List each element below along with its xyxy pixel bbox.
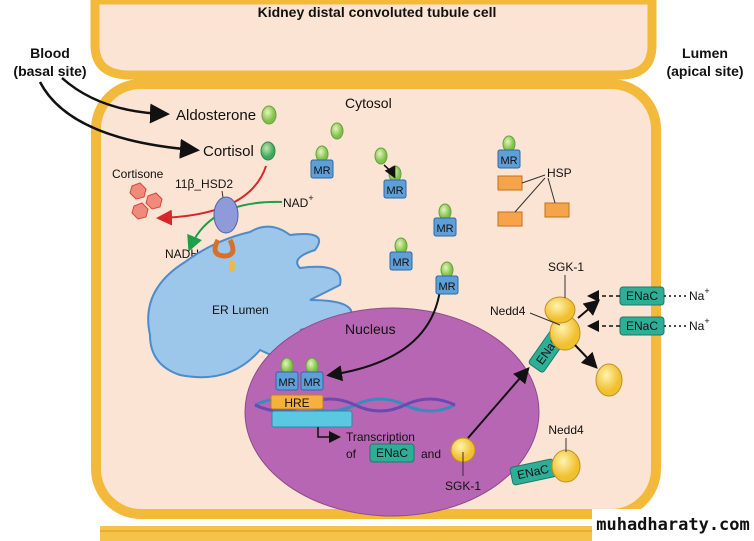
membrane-anchor xyxy=(212,238,236,259)
nucleus-label: Nucleus xyxy=(345,321,396,337)
anchor-tail xyxy=(229,260,235,272)
transcription-complex xyxy=(271,410,353,428)
nedd4-label-top: Nedd4 xyxy=(490,304,526,318)
mr-label: MR xyxy=(313,165,330,177)
nedd4-label-bottom: Nedd4 xyxy=(548,423,584,437)
mr-label: MR xyxy=(500,155,517,167)
nad-label: NAD+ xyxy=(283,193,314,210)
enzyme-label: 11β_HSD2 xyxy=(175,177,233,191)
upper-cell xyxy=(90,0,657,80)
hsp-box xyxy=(544,202,570,218)
and-label: and xyxy=(421,447,441,461)
mr-receptor: MR xyxy=(389,237,413,271)
mr-box xyxy=(497,149,521,169)
blood-label-2: (basal site) xyxy=(13,63,86,79)
mr-box xyxy=(435,275,459,295)
insertion-arrow xyxy=(577,299,601,319)
enac-transcript: ENaC xyxy=(369,443,415,463)
blood-label-1: Blood xyxy=(30,45,70,61)
mr-label: MR xyxy=(303,377,320,389)
svg-text:ENaC: ENaC xyxy=(626,319,658,333)
title: Kidney distal convoluted tubule cell xyxy=(258,4,497,20)
mr-translocation-arrow xyxy=(326,289,441,382)
mr-label: MR xyxy=(392,257,409,269)
nedd4-bottom xyxy=(551,449,581,483)
mr-box xyxy=(389,251,413,271)
nucleus xyxy=(244,307,540,517)
watermark: muhadharaty.com xyxy=(592,509,754,541)
binding-arrow xyxy=(383,164,396,179)
mr-receptor: MR xyxy=(300,357,324,391)
aldosterone-free xyxy=(374,147,388,165)
mr-label: MR xyxy=(278,377,295,389)
nedd4-top-pointer xyxy=(529,312,561,326)
sodium-label: Na+ xyxy=(689,316,710,333)
hre-box xyxy=(270,394,324,410)
transcription-label: Transcription xyxy=(346,430,415,444)
mr-label: MR xyxy=(386,185,403,197)
svg-text:ENaC: ENaC xyxy=(516,462,551,482)
cortisone-label: Cortisone xyxy=(112,167,164,181)
hre-label: HRE xyxy=(284,396,309,410)
nedd4-released xyxy=(595,363,623,397)
hsp-label: HSP xyxy=(547,166,572,180)
lumen-label-1: Lumen xyxy=(682,45,728,61)
sodium-label: Na+ xyxy=(689,286,710,303)
lower-cell-edge xyxy=(100,526,660,541)
sgk1-bound-molecule xyxy=(544,296,576,324)
11b-hsd2-enzyme xyxy=(213,196,239,234)
transcription-arrow xyxy=(317,427,341,443)
cortisone-molecules xyxy=(129,182,163,220)
cortisol-arrow xyxy=(38,81,200,159)
sgk1-label: SGK-1 xyxy=(445,479,481,493)
hsp-box xyxy=(497,175,523,191)
aldosterone-arrow xyxy=(61,77,170,124)
mr-receptor: MR xyxy=(435,261,459,295)
mr-box xyxy=(275,371,299,391)
aldosterone-label: Aldosterone xyxy=(176,107,256,124)
enac-channel-membrane: ENaC xyxy=(619,316,665,336)
mr-box xyxy=(310,159,334,179)
cytosol-label: Cytosol xyxy=(345,95,392,111)
hsp-box xyxy=(497,211,523,227)
cortisol-label: Cortisol xyxy=(203,143,254,160)
mr-label: MR xyxy=(436,223,453,235)
mr-box xyxy=(433,217,457,237)
release-arrow xyxy=(574,344,598,369)
mr-box xyxy=(300,371,324,391)
sgk1-label-top: SGK-1 xyxy=(548,260,584,274)
er-lumen-label: ER Lumen xyxy=(212,303,269,317)
svg-text:ENaC: ENaC xyxy=(626,289,658,303)
svg-text:ENaC: ENaC xyxy=(376,446,408,460)
mr-box xyxy=(383,179,407,199)
cortisol-molecule xyxy=(260,141,276,161)
hsp-pointers xyxy=(514,174,556,213)
mr-receptor: MR xyxy=(275,357,299,391)
mr-label: MR xyxy=(438,281,455,293)
lumen-label-2: (apical site) xyxy=(666,63,743,79)
aldosterone-free xyxy=(330,122,344,140)
aldosterone-molecule xyxy=(261,105,277,125)
mr-receptor: MR xyxy=(310,145,334,179)
of-label: of xyxy=(346,447,357,461)
mr-receptor: MR xyxy=(497,135,521,169)
mr-receptor: MR xyxy=(433,203,457,237)
enac-channel-membrane: ENaC xyxy=(619,286,665,306)
sgk1-arrow xyxy=(467,366,530,439)
